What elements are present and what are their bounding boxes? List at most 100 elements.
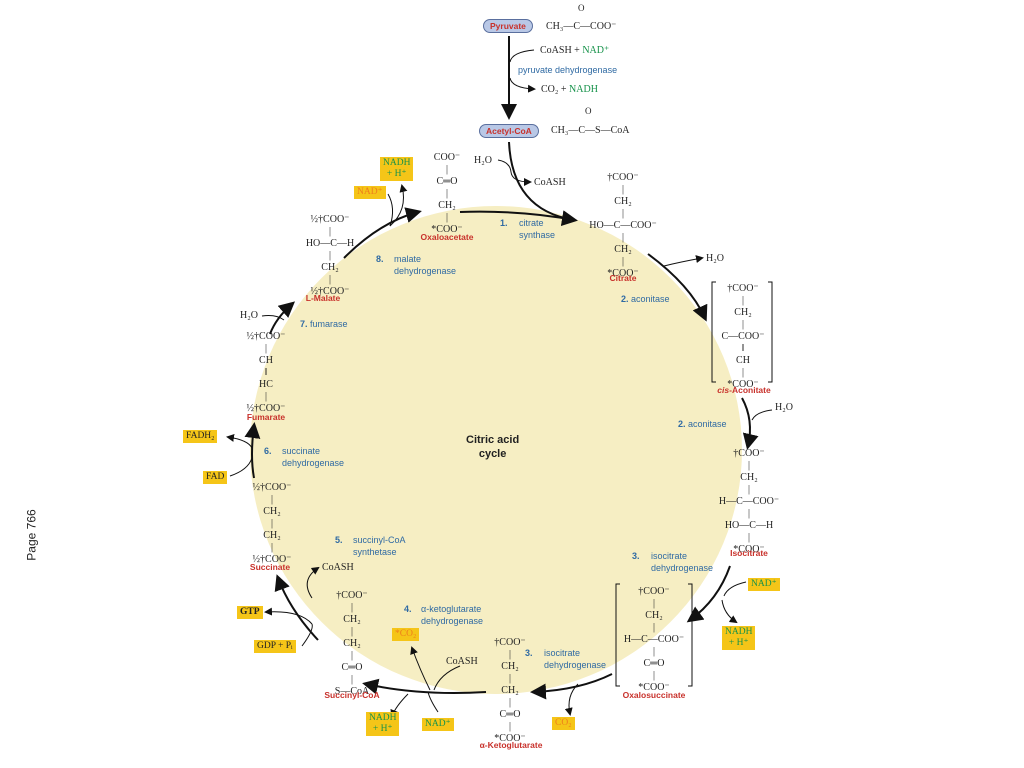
arrow-h2o-in-2 xyxy=(751,409,773,421)
arrow-h2o-in-7 xyxy=(261,315,285,321)
arrow-nadh-out-8 xyxy=(389,184,408,227)
step-7: 7. fumarase xyxy=(300,319,348,329)
step-3b: 3. xyxy=(525,648,533,658)
pdh-enzyme: pyruvate dehydrogenase xyxy=(518,65,618,75)
pyruvate-formula: CH₃—C—COO⁻ xyxy=(546,21,617,32)
nad-box-4: NAD⁺ xyxy=(422,718,454,731)
arrow-succinate-fumarate xyxy=(244,422,261,479)
fumarate-structure: ½†COO⁻ | CH ‖ HC | ½†COO⁻ xyxy=(246,331,286,414)
arrow-isocitrate-oxalosuccinate xyxy=(686,565,731,623)
cycle-title: Citric acid cycle xyxy=(466,434,520,460)
step-2a: 2. aconitase xyxy=(621,294,670,304)
citrate-structure: †COO⁻ | CH₂ | HO—C—COO⁻ | CH₂ | *COO⁻ xyxy=(589,172,657,279)
gdp-box: GDP + Pᵢ xyxy=(254,640,296,653)
gtp-box: GTP xyxy=(237,606,263,619)
cis-aconitate-name: cis-Aconitate xyxy=(717,385,771,395)
succinate-name: Succinate xyxy=(249,562,291,572)
pdh-inputs: CoASH + NAD⁺ xyxy=(540,45,610,56)
nad-box-8: NAD⁺ xyxy=(354,186,386,199)
citrate-name: Citrate xyxy=(609,273,637,283)
arrow-nad-in-4 xyxy=(427,691,439,713)
step-2b: 2. aconitase xyxy=(678,419,727,429)
succinate-structure: ½†COO⁻ | CH₂ | CH₂ | ½†COO⁻ xyxy=(252,482,292,565)
oxaloacetate-name: Oxaloacetate xyxy=(420,232,474,242)
nadh-box-8: NADH + H⁺ xyxy=(380,157,414,181)
fumarate-name: Fumarate xyxy=(246,412,286,422)
akg-name: α-Ketoglutarate xyxy=(479,740,543,750)
oxalosuccinate-name: Oxalosuccinate xyxy=(622,690,686,700)
arrow-coash-out xyxy=(510,171,532,186)
malate-name: L-Malate xyxy=(305,293,341,303)
isocitrate-structure: †COO⁻ | CH₂ | H—C—COO⁻ | HO—C—H | *COO⁻ xyxy=(718,448,780,555)
step-8-enzyme: malate dehydrogenase xyxy=(394,254,457,276)
fadh2-box: FADH₂ xyxy=(183,430,218,443)
succinyl-coa-name: Succinyl-CoA xyxy=(324,690,380,700)
isocitrate-name: Isocitrate xyxy=(730,548,768,558)
arrow-citrate-aconitate xyxy=(647,253,708,322)
arrow-pdh-out xyxy=(509,77,536,93)
nadh-box-3: NADH + H⁺ xyxy=(722,626,756,650)
arrow-fadh2-out xyxy=(226,433,253,449)
arrow-co2-out-4 xyxy=(410,646,431,691)
nadh-box-4: NADH + H⁺ xyxy=(366,712,400,736)
h2o-out-1: H₂O xyxy=(706,253,724,264)
pdh-outputs: CO₂ + NADH xyxy=(541,84,598,95)
arrow-oxalosuccinate-akg xyxy=(530,673,613,700)
arrow-h2o-out-1 xyxy=(663,255,704,267)
bracket-oxalosuccinate xyxy=(615,583,693,687)
arrow-fad-in xyxy=(229,457,253,477)
step-3b-enzyme: isocitrate dehydrogenase xyxy=(544,648,607,670)
cycle-circle xyxy=(250,206,742,694)
malate-structure: ½†COO⁻ | HO—C—H | CH₂ | ½†COO⁻ xyxy=(305,214,355,297)
arrow-malate-oxaloacetate xyxy=(343,207,422,259)
pyruvate-carbonyl: O xyxy=(578,3,585,13)
step-3a-enzyme: isocitrate dehydrogenase xyxy=(651,551,714,573)
coash-out: CoASH xyxy=(534,177,566,188)
nad-box-3: NAD⁺ xyxy=(748,578,780,591)
step-1-enzyme: citrate synthase xyxy=(519,218,556,240)
cis-aconitate-structure: †COO⁻ | CH₂ | C—COO⁻ ‖ CH | *COO⁻ xyxy=(721,283,765,390)
arrow-water-in xyxy=(497,159,512,173)
arrow-gtp-out xyxy=(264,607,313,625)
step-8: 8. xyxy=(376,254,384,264)
step-5-enzyme: succinyl-CoA synthetase xyxy=(353,535,406,557)
h2o-in-2: H₂O xyxy=(775,402,793,413)
step-4-enzyme: α-ketoglutarate dehydrogenase xyxy=(421,604,484,626)
step-1: 1. xyxy=(500,218,508,228)
acetyl-carbonyl: O xyxy=(585,106,592,116)
water-in: H₂O xyxy=(474,155,492,166)
fad-box: FAD xyxy=(203,471,228,484)
arrow-coash-out-5 xyxy=(306,566,320,599)
akg-structure: †COO⁻ | CH₂ | CH₂ | C═O | *COO⁻ xyxy=(494,637,526,744)
co2-box-4: *CO₂ xyxy=(392,628,420,641)
acetyl-coa-label: Acetyl-CoA xyxy=(479,124,539,138)
arrow-gdp-in xyxy=(301,623,313,647)
arrow-aconitate-isocitrate xyxy=(741,397,759,450)
step-4: 4. xyxy=(404,604,412,614)
step-6-enzyme: succinate dehydrogenase xyxy=(282,446,345,468)
h2o-in-7: H₂O xyxy=(240,310,258,321)
arrow-nadh-out-3 xyxy=(721,599,738,624)
arrow-akg-succinyl xyxy=(362,678,487,695)
arrow-coash-in-4 xyxy=(433,665,461,691)
arrow-fumarate-malate xyxy=(269,301,296,335)
oxalosuccinate-structure: †COO⁻ | CH₂ | H—C—COO⁻ | C═O | *COO⁻ xyxy=(623,586,685,693)
arrow-co2-out-3 xyxy=(564,683,579,716)
page-label: Page 766 xyxy=(24,509,39,561)
step-5: 5. xyxy=(335,535,343,545)
succinyl-coa-structure: †COO⁻ | CH₂ | CH₂ | C═O | S—CoA xyxy=(334,590,370,697)
arrow-nad-in-3 xyxy=(723,581,747,597)
arrow-nad-in-8 xyxy=(387,193,394,227)
oxaloacetate-structure: COO⁻ | C═O | CH₂ | *COO⁻ xyxy=(431,152,463,235)
coash-in-4: CoASH xyxy=(446,656,478,667)
co2-box-3: CO₂ xyxy=(552,717,575,730)
step-3a: 3. xyxy=(632,551,640,561)
coash-out-5: CoASH xyxy=(322,562,354,573)
arrow-oxaloacetate-citrate xyxy=(459,210,575,221)
arrow-pdh-in xyxy=(509,49,535,63)
arrow-succinyl-succinate xyxy=(274,574,319,641)
bracket-cis-aconitate xyxy=(711,281,773,383)
step-6: 6. xyxy=(264,446,272,456)
pyruvate-label: Pyruvate xyxy=(483,19,533,33)
